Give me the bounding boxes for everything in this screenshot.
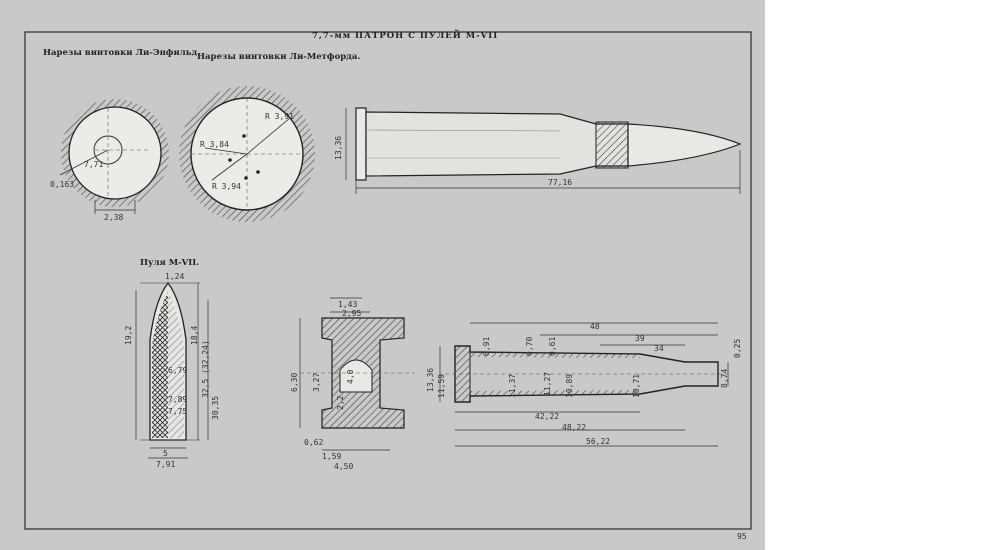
- frame-border: [24, 31, 752, 530]
- technical-drawing: [24, 31, 752, 530]
- case-l4822: 48,22: [562, 423, 587, 432]
- base-d4: 3,27: [312, 372, 321, 392]
- case-base-section: [299, 297, 415, 451]
- case-d1137: 11,37: [508, 373, 517, 398]
- case-l4222: 42,22: [535, 412, 560, 421]
- enfield-bore-dia: 7,71: [84, 160, 104, 169]
- bullet-d3: 6,79: [168, 366, 188, 375]
- drawing-sheet: 7,7-мм ПАТРОН С ПУЛЕЙ М-VII Нарезы винто…: [0, 0, 765, 550]
- case-l39: 39: [635, 334, 645, 343]
- bullet-len4: 30,35: [211, 395, 220, 420]
- bullet-len2: 18,4: [190, 325, 199, 345]
- base-d3: 6,30: [290, 372, 299, 392]
- bullet-d4: 5: [163, 449, 168, 458]
- bullet-len3: 32,5 (32,24): [201, 340, 210, 398]
- metford-r1: R 3,84: [200, 140, 229, 149]
- case-d1089: 10,89: [565, 373, 574, 398]
- base-d2: 2,95: [342, 309, 362, 318]
- sheet-title: 7,7-мм ПАТРОН С ПУЛЕЙ М-VII: [312, 31, 499, 41]
- metford-r2: R 3,94: [212, 182, 241, 191]
- enfield-groove-depth: 0,163: [50, 180, 75, 189]
- base-d6: 4,0: [346, 369, 355, 384]
- cartridge-side-view: [345, 107, 742, 194]
- case-l48: 48: [590, 322, 600, 331]
- cartridge-overall-length: 77,16: [548, 178, 573, 187]
- bullet-d5: 7,91: [156, 460, 176, 469]
- metford-r3: R 3,91: [265, 112, 294, 121]
- case-d874: 8,74: [720, 368, 729, 388]
- metford-rifling-section: [179, 86, 315, 222]
- case-d1071: 10,71: [632, 373, 641, 398]
- base-d9: 4,50: [334, 462, 354, 471]
- case-t070: 0,70: [525, 336, 534, 356]
- case-d1127: 11,27: [543, 371, 552, 396]
- bullet-d2: 7,75: [168, 407, 188, 416]
- base-d8: 1,59: [322, 452, 342, 461]
- bullet-heading: Пуля М-VII.: [140, 258, 200, 268]
- base-d1: 1,43: [338, 300, 358, 309]
- metford-heading: Нарезы винтовки Ли-Метфорда.: [197, 52, 361, 62]
- bullet-d1: 7,89: [168, 395, 188, 404]
- cartridge-rim-dia: 13,36: [334, 135, 343, 160]
- base-d5: 2,2: [336, 395, 345, 410]
- case-t025: 0,25: [733, 338, 742, 358]
- case-t061: 0,61: [548, 336, 557, 356]
- enfield-rifling-section: [59, 99, 169, 214]
- base-d7: 0,62: [304, 438, 324, 447]
- bullet-len1: 19,2: [124, 325, 133, 345]
- enfield-groove-width: 2,38: [104, 213, 124, 222]
- page-number: 95: [737, 532, 747, 541]
- case-l5622: 56,22: [586, 437, 611, 446]
- bullet-section: [135, 281, 209, 459]
- case-l34: 34: [654, 344, 664, 353]
- enfield-heading: Нарезы винтовки Ли-Энфильд.: [43, 48, 201, 58]
- case-t091: 0,91: [482, 336, 491, 356]
- case-d1159: 11,59: [437, 373, 446, 398]
- case-longitudinal-section: [439, 322, 730, 447]
- case-d1336: 13,36: [426, 367, 435, 392]
- bullet-top: 1,24: [165, 272, 185, 281]
